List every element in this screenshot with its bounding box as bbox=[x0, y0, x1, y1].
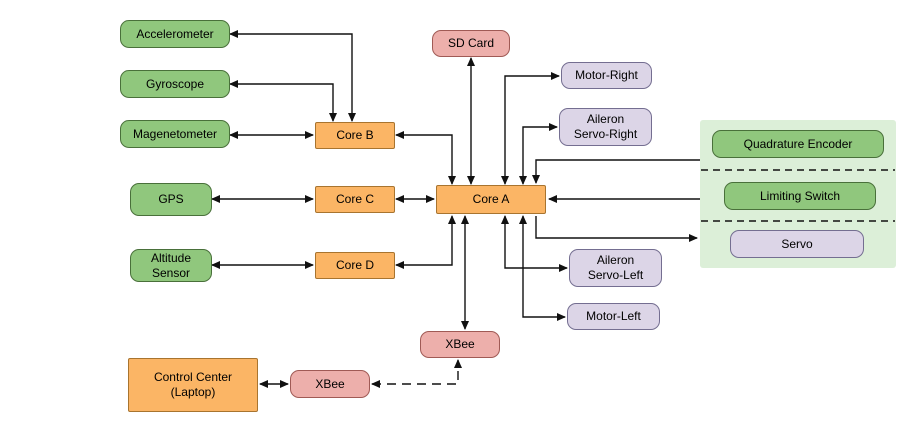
edge-xbee-wireless-link bbox=[371, 359, 462, 388]
edge-cored-corea bbox=[395, 215, 456, 269]
node-gyroscope: Gyroscope bbox=[120, 70, 230, 98]
edge-gyroscope-coreb bbox=[229, 80, 337, 122]
node-core-a: Core A bbox=[436, 185, 546, 214]
edge-coreb-corea bbox=[395, 131, 456, 185]
node-core-b: Core B bbox=[315, 122, 395, 149]
edge-corea-servo bbox=[535, 216, 698, 242]
edge-corea-aileron-servo-right bbox=[519, 123, 558, 185]
edge-accelerometer-coreb bbox=[229, 30, 356, 122]
node-xbee-air: XBee bbox=[420, 331, 500, 358]
node-control-center: Control Center (Laptop) bbox=[128, 358, 258, 412]
node-altitude-sensor: Altitude Sensor bbox=[130, 249, 212, 282]
node-limiting-switch: Limiting Switch bbox=[724, 182, 876, 210]
node-quadrature-encoder: Quadrature Encoder bbox=[712, 130, 884, 158]
node-xbee-ground: XBee bbox=[290, 370, 370, 398]
edge-corea-motor-right bbox=[501, 72, 560, 185]
node-magnetometer: Magenetometer bbox=[120, 120, 230, 148]
node-accelerometer: Accelerometer bbox=[120, 20, 230, 48]
node-motor-left: Motor-Left bbox=[567, 303, 660, 330]
edge-corea-motor-left bbox=[519, 215, 566, 321]
edge-encoder-corea bbox=[532, 159, 700, 184]
node-aileron-servo-right: Aileron Servo-Right bbox=[559, 108, 652, 146]
node-core-d: Core D bbox=[315, 252, 395, 279]
node-servo: Servo bbox=[730, 230, 864, 258]
node-core-c: Core C bbox=[315, 186, 395, 213]
node-motor-right: Motor-Right bbox=[561, 62, 652, 89]
node-gps: GPS bbox=[130, 183, 212, 216]
node-sd-card: SD Card bbox=[432, 30, 510, 57]
node-aileron-servo-left: Aileron Servo-Left bbox=[569, 249, 662, 287]
